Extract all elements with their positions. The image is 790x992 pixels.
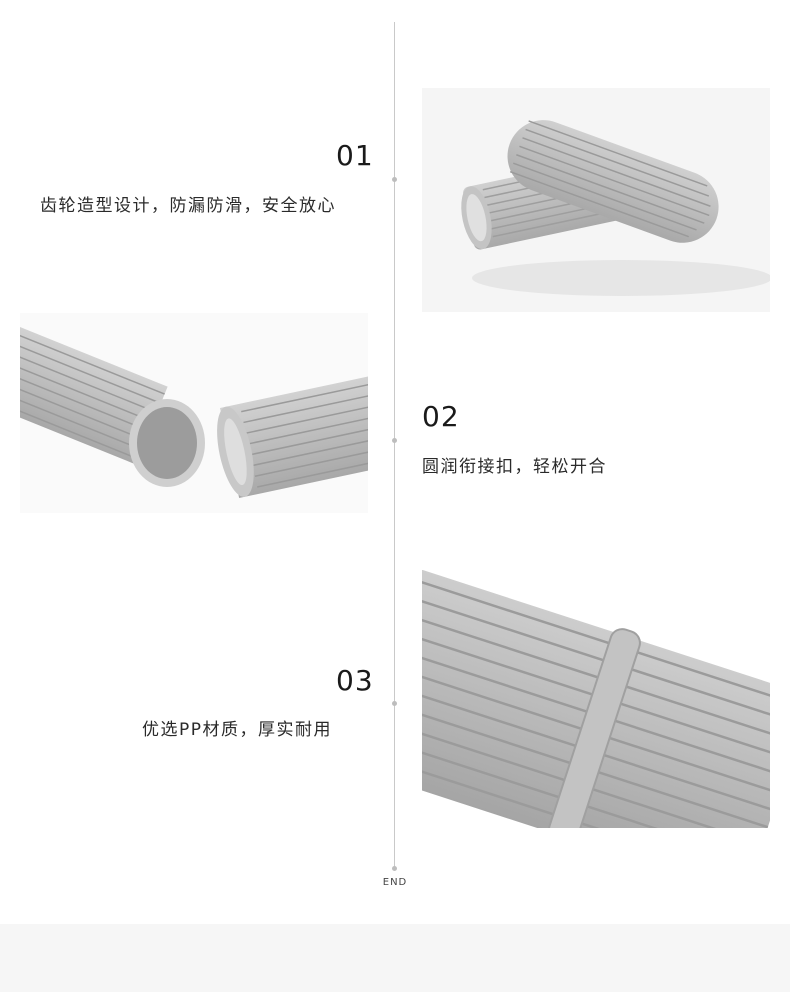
- section-02-number: 02: [422, 400, 460, 433]
- timeline-dot-01: [392, 177, 397, 182]
- tube-ends-threaded-photo: [20, 313, 368, 513]
- tube-ribs-closeup-photo: [422, 570, 770, 828]
- section-03-number: 03: [336, 664, 374, 697]
- section-02-caption: 圆润衔接扣，轻松开合: [422, 457, 607, 477]
- timeline-dot-03: [392, 701, 397, 706]
- end-label: END: [382, 877, 408, 888]
- timeline-line: [394, 22, 395, 870]
- timeline-dot-02: [392, 438, 397, 443]
- section-01-caption: 齿轮造型设计，防漏防滑，安全放心: [40, 196, 336, 216]
- bottom-band: [0, 924, 790, 992]
- timeline-dot-end: [392, 866, 397, 871]
- ribbed-tube-with-cap-photo: [422, 88, 770, 312]
- section-01-number: 01: [336, 139, 374, 172]
- section-03-caption: 优选PP材质，厚实耐用: [142, 720, 333, 740]
